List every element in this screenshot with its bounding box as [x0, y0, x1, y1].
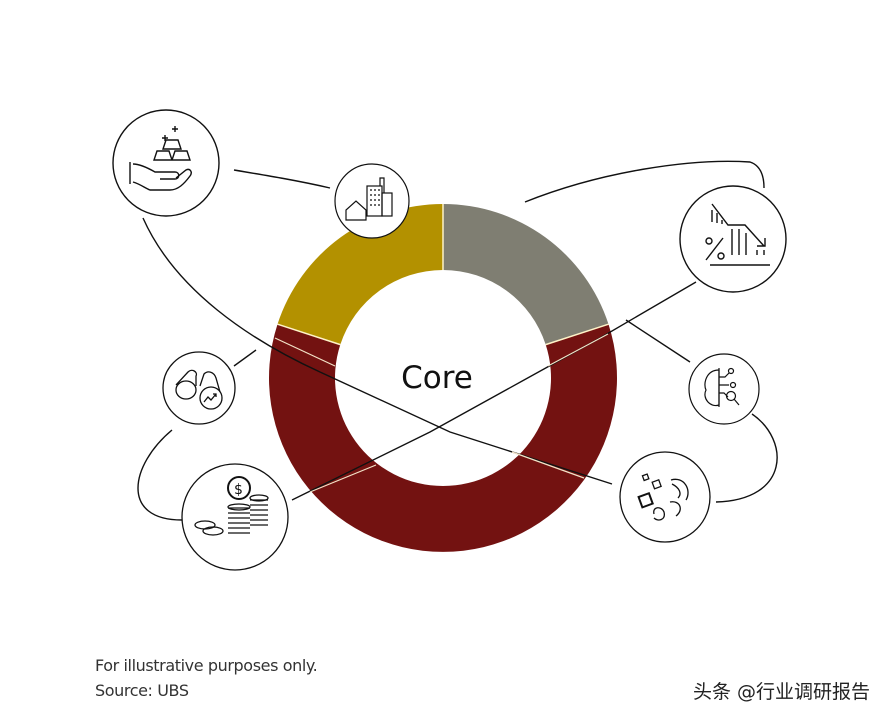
coins-dollar-icon: $: [181, 463, 289, 571]
ai-brain-search-icon: [688, 353, 760, 425]
red-segment: [268, 324, 617, 552]
interest-rate-decline-icon: [679, 185, 787, 293]
gray-segment: [443, 204, 609, 345]
gold-bars-hand-icon: [112, 109, 220, 217]
donut-chart: [268, 203, 617, 552]
commodities-icon: [619, 451, 711, 543]
svg-text:$: $: [234, 482, 243, 498]
source-note: Source: UBS: [95, 681, 189, 700]
real-estate-icon: [334, 163, 410, 239]
illustrative-note: For illustrative purposes only.: [95, 656, 318, 675]
connector-lines: [137, 160, 778, 521]
watermark: 头条 @行业调研报告: [692, 681, 870, 703]
center-label: Core: [401, 360, 473, 396]
binoculars-growth-icon: [162, 351, 236, 425]
gold-segment: [277, 203, 443, 345]
